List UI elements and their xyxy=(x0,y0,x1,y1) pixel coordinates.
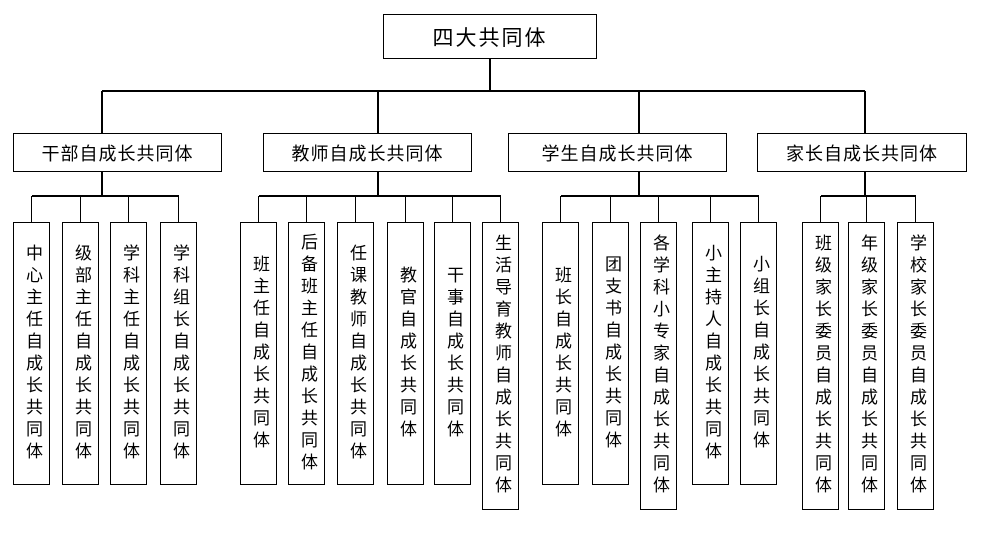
child-drop-line xyxy=(404,196,407,222)
leaf-node: 班主任自成长共同体 xyxy=(240,222,277,485)
main-bus-line xyxy=(102,90,865,92)
branch-node: 干部自成长共同体 xyxy=(13,133,222,172)
child-drop-line xyxy=(657,196,660,222)
child-drop-line xyxy=(257,196,260,222)
child-drop-line xyxy=(559,196,562,222)
leaf-node: 教官自成长共同体 xyxy=(387,222,424,485)
branch-sub-drop-line xyxy=(864,172,866,196)
branch-drop-line xyxy=(638,91,640,133)
child-drop-line xyxy=(305,196,308,222)
child-drop-line xyxy=(865,196,868,222)
leaf-node: 中心主任自成长共同体 xyxy=(13,222,50,485)
root-drop-line xyxy=(489,59,491,91)
leaf-node: 学校家长委员自成长共同体 xyxy=(897,222,934,510)
leaf-node: 生活导育教师自成长共同体 xyxy=(482,222,519,510)
child-drop-line xyxy=(354,196,357,222)
branch-sub-drop-line xyxy=(377,172,379,196)
child-bus-line xyxy=(31,195,179,197)
leaf-node: 后备班主任自成长共同体 xyxy=(288,222,325,485)
branch-drop-line xyxy=(864,91,866,133)
leaf-node: 学科主任自成长共同体 xyxy=(110,222,147,485)
child-bus-line xyxy=(820,195,916,197)
leaf-node: 小组长自成长共同体 xyxy=(740,222,777,485)
branch-node: 学生自成长共同体 xyxy=(508,133,727,172)
child-drop-line xyxy=(757,196,760,222)
child-drop-line xyxy=(79,196,82,222)
child-drop-line xyxy=(819,196,822,222)
leaf-node: 年级家长委员自成长共同体 xyxy=(848,222,885,510)
child-drop-line xyxy=(177,196,180,222)
branch-node: 教师自成长共同体 xyxy=(263,133,472,172)
leaf-node: 干事自成长共同体 xyxy=(434,222,471,485)
child-drop-line xyxy=(609,196,612,222)
leaf-node: 级部主任自成长共同体 xyxy=(62,222,99,485)
branch-drop-line xyxy=(377,91,379,133)
leaf-node: 团支书自成长共同体 xyxy=(592,222,629,485)
child-drop-line xyxy=(30,196,33,222)
leaf-node: 各学科小专家自成长共同体 xyxy=(640,222,677,510)
leaf-node: 班级家长委员自成长共同体 xyxy=(802,222,839,510)
leaf-node: 任课教师自成长共同体 xyxy=(337,222,374,485)
child-bus-line xyxy=(560,195,759,197)
root-node: 四大共同体 xyxy=(383,14,597,59)
branch-sub-drop-line xyxy=(101,172,103,196)
child-drop-line xyxy=(451,196,454,222)
branch-sub-drop-line xyxy=(638,172,640,196)
leaf-node: 学科组长自成长共同体 xyxy=(160,222,197,485)
branch-node: 家长自成长共同体 xyxy=(757,133,967,172)
child-drop-line xyxy=(499,196,502,222)
child-drop-line xyxy=(127,196,130,222)
child-drop-line xyxy=(914,196,917,222)
child-drop-line xyxy=(709,196,712,222)
leaf-node: 班长自成长共同体 xyxy=(542,222,579,485)
child-bus-line xyxy=(258,195,501,197)
leaf-node: 小主持人自成长共同体 xyxy=(692,222,729,485)
branch-drop-line xyxy=(101,91,103,133)
